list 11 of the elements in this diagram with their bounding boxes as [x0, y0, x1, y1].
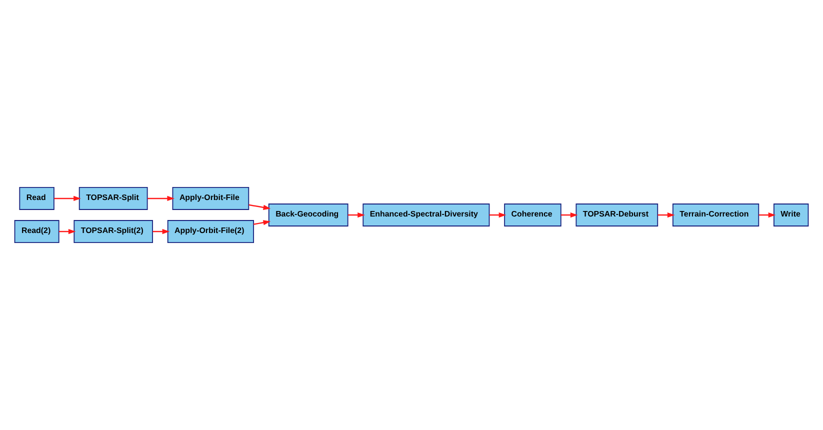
arrow — [248, 204, 271, 210]
arrow — [148, 196, 175, 202]
arrow — [152, 228, 170, 234]
arrow — [489, 212, 506, 218]
arrow — [59, 228, 76, 234]
arrow — [758, 212, 776, 218]
arrow — [560, 212, 578, 218]
arrow — [348, 212, 365, 218]
arrow — [253, 220, 271, 226]
arrow — [658, 212, 675, 218]
arrow — [54, 196, 81, 202]
